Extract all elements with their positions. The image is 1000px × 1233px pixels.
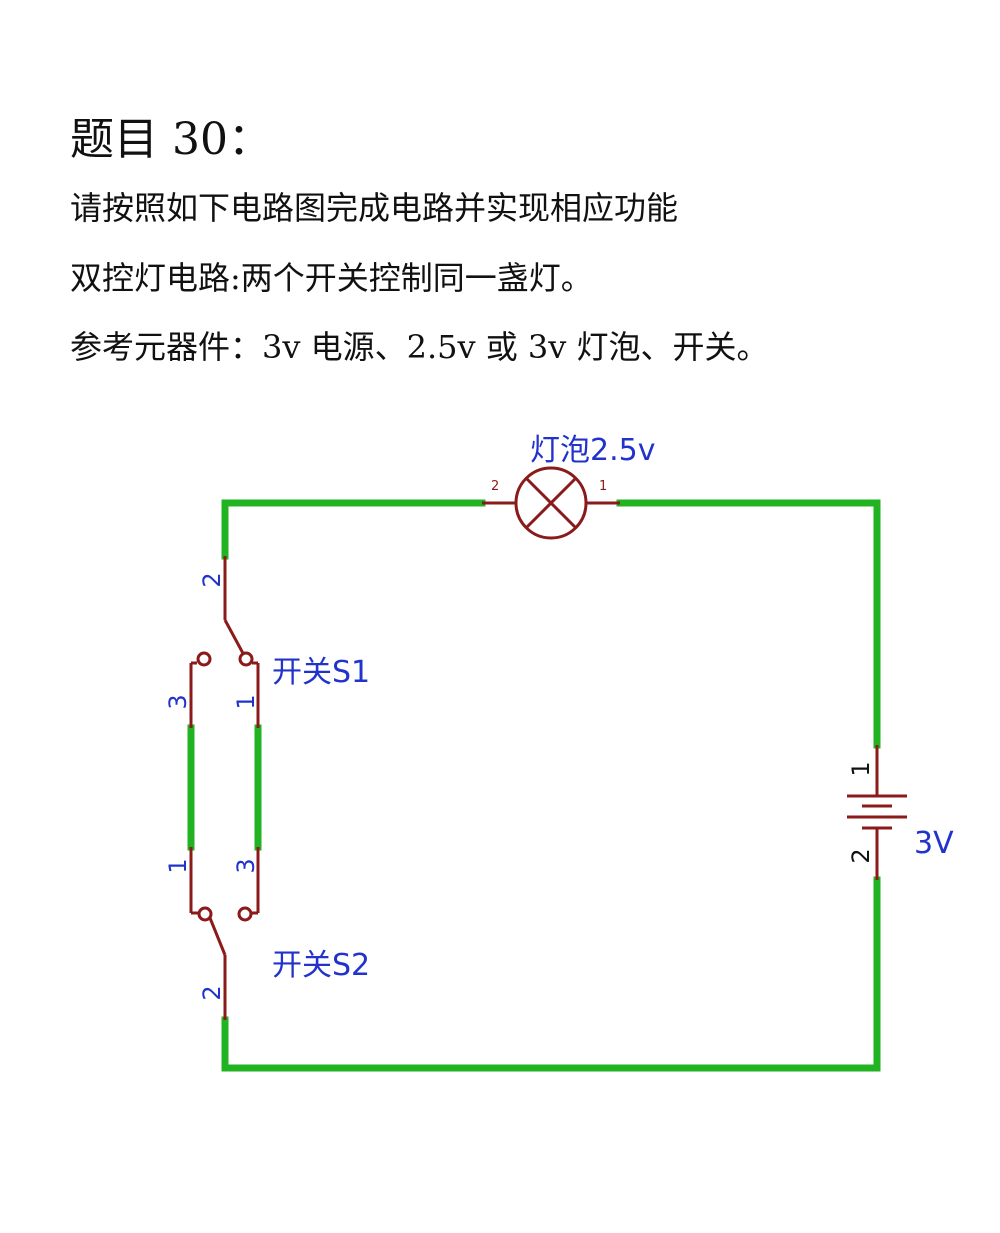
switch-s2-contacts xyxy=(197,906,253,922)
problem-title: 题目 30： xyxy=(70,114,272,165)
component-leads xyxy=(189,501,879,1020)
switch-s2-label: 开关S2 xyxy=(272,948,370,983)
s1-pin-2: 2 xyxy=(198,572,226,587)
lamp-label: 灯泡2.5v xyxy=(530,433,655,468)
wire-top-left xyxy=(221,499,486,560)
s1-pin-1: 1 xyxy=(232,694,260,709)
lamp-symbol xyxy=(514,466,588,540)
battery-label: 3V xyxy=(914,826,954,861)
instruction-line-3: 参考元器件：3v 电源、2.5v 或 3v 灯泡、开关。 xyxy=(70,328,769,366)
lamp-pin-1: 1 xyxy=(599,479,607,494)
switch-s1-contacts xyxy=(196,651,254,667)
battery-symbol xyxy=(847,794,907,830)
instruction-line-1: 请按照如下电路图完成电路并实现相应功能 xyxy=(70,189,679,227)
instruction-line-2: 双控灯电路:两个开关控制同一盏灯。 xyxy=(70,259,593,297)
s1-pin-3: 3 xyxy=(164,694,192,709)
lamp-pin-2: 2 xyxy=(491,479,499,494)
battery-pin-2: 2 xyxy=(847,848,875,863)
s2-pin-2: 2 xyxy=(198,985,226,1000)
s2-pin-3: 3 xyxy=(232,858,260,873)
wire-bottom-right xyxy=(221,876,881,1072)
switch-s1-label: 开关S1 xyxy=(272,655,370,690)
battery-pin-1: 1 xyxy=(847,761,875,776)
s2-pin-1: 1 xyxy=(164,858,192,873)
wire-top-right xyxy=(616,499,881,749)
wires xyxy=(187,499,881,1072)
